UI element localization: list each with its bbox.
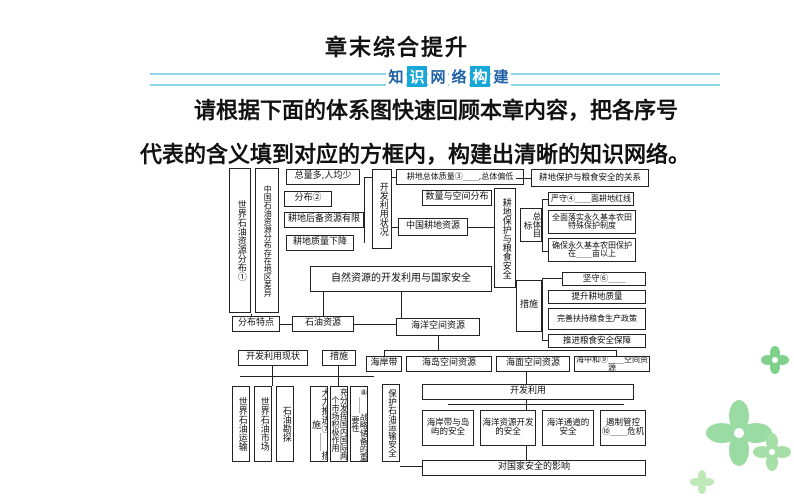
intro-line-1: 请根据下面的体系图快速回顾本章内容，把各序号 bbox=[194, 98, 679, 124]
box-protect-safety: 耕地保护与粮食安全 bbox=[494, 188, 516, 288]
box-sea-dev-safety: 海洋资源开发的安全 bbox=[480, 410, 536, 446]
box-policy: 完善扶持粮食生产政策 bbox=[548, 308, 646, 330]
box-improve: 提升耕地质量 bbox=[548, 290, 646, 304]
box-protect-trans: 保护石油运输安全 bbox=[382, 384, 400, 462]
box-strategic8: ⑧____战略储备的重要性 bbox=[350, 386, 368, 462]
box-promote7: 大力推进⑦____措施 bbox=[310, 386, 328, 462]
box-impact: 对国家安全的影响 bbox=[422, 460, 646, 476]
box-ocean-res: 海洋空间资源 bbox=[396, 318, 480, 336]
flower-decoration-icon bbox=[753, 433, 791, 471]
section-chip: 络 bbox=[449, 66, 469, 87]
box-total-many: 总量多,人均少 bbox=[286, 169, 360, 185]
box-reserve: 耕地后备资源有限 bbox=[284, 212, 364, 228]
box-center: 自然资源的开发利用与国家安全 bbox=[310, 266, 492, 292]
box-dev-status2: 开发利用现状 bbox=[238, 350, 308, 366]
box-sea-env-safety: 海洋通道的安全 bbox=[542, 410, 594, 446]
box-china-land: 中国耕地资源 bbox=[398, 218, 468, 236]
box-coast-island-safety: 海岸带与岛屿的安全 bbox=[422, 410, 474, 446]
box-ensure: 确保永久基本农田保护在____亩以上 bbox=[548, 238, 636, 262]
box-keep6: 坚守⑥____ bbox=[562, 272, 646, 286]
page-title: 章末综合提升 bbox=[324, 35, 469, 61]
box-relation: 耕地保护与粮食安全的关系 bbox=[531, 169, 649, 187]
box-control10: 遏制管控⑩____危机 bbox=[600, 410, 646, 446]
box-dev-use: 开发利用 bbox=[422, 384, 634, 400]
box-dev-status: 开发利用状况 bbox=[372, 169, 392, 249]
box-world-trans: 世界石油运输 bbox=[232, 386, 250, 462]
section-chip: 建 bbox=[491, 66, 511, 87]
box-measures2: 措施 bbox=[322, 350, 356, 366]
box-world-oil: 世界石油资源分布① bbox=[229, 168, 251, 313]
box-measures: 措施 bbox=[516, 280, 542, 332]
flower-decoration-icon bbox=[761, 346, 789, 374]
box-strict4: 严守④____面耕地红线 bbox=[548, 192, 634, 206]
box-island: 海岛空间资源 bbox=[406, 356, 492, 372]
box-coastal: 海岸带 bbox=[366, 356, 402, 372]
box-total-quality: 耕地总体质量③____,总体偏低 bbox=[396, 169, 524, 185]
intro-line-2: 代表的含义填到对应的方框内，构建出清晰的知识网络。 bbox=[140, 142, 691, 168]
knowledge-diagram: 世界石油资源分布① 中国石油资源分布存在地区差异 总量多,人均少 分布② 耕地后… bbox=[226, 166, 652, 492]
box-sea-mid: 海中和⑨____空间资源 bbox=[574, 356, 650, 372]
box-fully-use: 充分发挥国内国际两个市场积极作用 bbox=[330, 386, 348, 462]
box-dist-feature: 分布特点 bbox=[232, 316, 280, 332]
section-chip: 知 bbox=[386, 66, 406, 87]
box-general-goal: 总体目标 bbox=[520, 208, 542, 242]
flower-decoration-icon bbox=[690, 470, 714, 494]
flower-decoration-icon bbox=[706, 400, 772, 466]
box-promote: 推进粮食安全保障 bbox=[548, 334, 646, 348]
box-china-oil: 中国石油资源分布存在地区差异 bbox=[255, 168, 279, 313]
box-exploration: 石油勘探 bbox=[276, 386, 294, 462]
box-quality-decline: 耕地质量下降 bbox=[286, 235, 354, 251]
section-heading: 知 识 网 络 构 建 bbox=[386, 66, 511, 87]
box-world-market: 世界石油市场 bbox=[254, 386, 272, 462]
box-dist2: 分布② bbox=[284, 191, 332, 207]
section-chip: 识 bbox=[407, 66, 427, 87]
section-chip: 构 bbox=[470, 66, 490, 87]
box-sea-surface: 海面空间资源 bbox=[496, 356, 570, 372]
section-chip: 网 bbox=[428, 66, 448, 87]
box-quantity-space: 数量与空间分布 bbox=[422, 190, 492, 206]
box-comprehensive: 全面落实永久基本农田特殊保护制度 bbox=[548, 210, 636, 234]
box-oil-res: 石油资源 bbox=[292, 316, 354, 332]
